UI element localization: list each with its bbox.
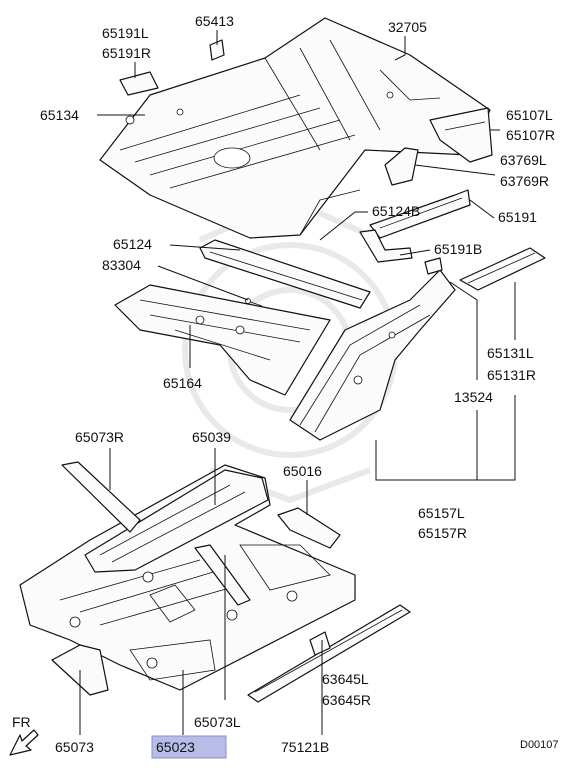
label-65016[interactable]: 65016 bbox=[283, 463, 322, 479]
sidemember-65131-part bbox=[459, 247, 546, 291]
crossmember-65164-part bbox=[114, 284, 331, 396]
label-65191[interactable]: 65191 bbox=[498, 209, 537, 225]
label-65107R[interactable]: 65107R bbox=[506, 127, 555, 143]
diagram-code: D00107 bbox=[520, 739, 559, 751]
label-63769R[interactable]: 63769R bbox=[500, 173, 549, 189]
label-65039[interactable]: 65039 bbox=[192, 429, 231, 445]
label-63645R[interactable]: 63645R bbox=[322, 692, 371, 708]
tunnel-65039-part bbox=[84, 469, 269, 573]
leader-lines bbox=[79, 30, 516, 735]
label-65191R[interactable]: 65191R bbox=[102, 45, 151, 61]
label-83304[interactable]: 83304 bbox=[102, 257, 141, 273]
label-65073R[interactable]: 65073R bbox=[75, 429, 124, 445]
label-65157L[interactable]: 65157L bbox=[418, 505, 465, 521]
label-75121B[interactable]: 75121B bbox=[281, 739, 329, 755]
bracket-65191-part bbox=[119, 71, 159, 96]
label-65413[interactable]: 65413 bbox=[195, 13, 234, 29]
bracket-65107-part bbox=[429, 107, 493, 163]
label-65124[interactable]: 65124 bbox=[113, 236, 152, 252]
bracket-63769-part bbox=[384, 147, 419, 186]
label-65191B[interactable]: 65191B bbox=[434, 241, 482, 257]
label-65164[interactable]: 65164 bbox=[163, 375, 202, 391]
label-65131L[interactable]: 65131L bbox=[487, 345, 534, 361]
rear-sidemember-65157-part bbox=[289, 257, 456, 441]
label-63769L[interactable]: 63769L bbox=[500, 152, 547, 168]
sill-63645-part bbox=[247, 604, 411, 703]
bracket-65016-part bbox=[277, 507, 341, 549]
front-direction-arrow-icon bbox=[9, 729, 39, 756]
label-63645L[interactable]: 63645L bbox=[322, 671, 369, 687]
bracket-65073R-part bbox=[61, 461, 141, 533]
label-65131R[interactable]: 65131R bbox=[487, 367, 536, 383]
label-65073[interactable]: 65073 bbox=[55, 739, 94, 755]
label-65124B[interactable]: 65124B bbox=[372, 203, 420, 219]
label-65107L[interactable]: 65107L bbox=[506, 107, 553, 123]
label-65023[interactable]: 65023 bbox=[156, 739, 195, 755]
member-65073L-part bbox=[194, 544, 251, 606]
label-65134[interactable]: 65134 bbox=[40, 107, 79, 123]
front-floor-pan-part bbox=[19, 464, 356, 691]
label-65073L[interactable]: 65073L bbox=[194, 714, 241, 730]
bracket-65413-part bbox=[209, 39, 225, 61]
label-65157R[interactable]: 65157R bbox=[418, 525, 467, 541]
crossmember-65124-part bbox=[199, 239, 371, 309]
label-65191L[interactable]: 65191L bbox=[102, 25, 149, 41]
direction-label: FR bbox=[12, 714, 31, 730]
bracket-65191B-part bbox=[359, 229, 413, 263]
selected-part-highlight bbox=[151, 735, 227, 759]
label-13524[interactable]: 13524 bbox=[454, 389, 493, 405]
label-32705[interactable]: 32705 bbox=[388, 19, 427, 35]
